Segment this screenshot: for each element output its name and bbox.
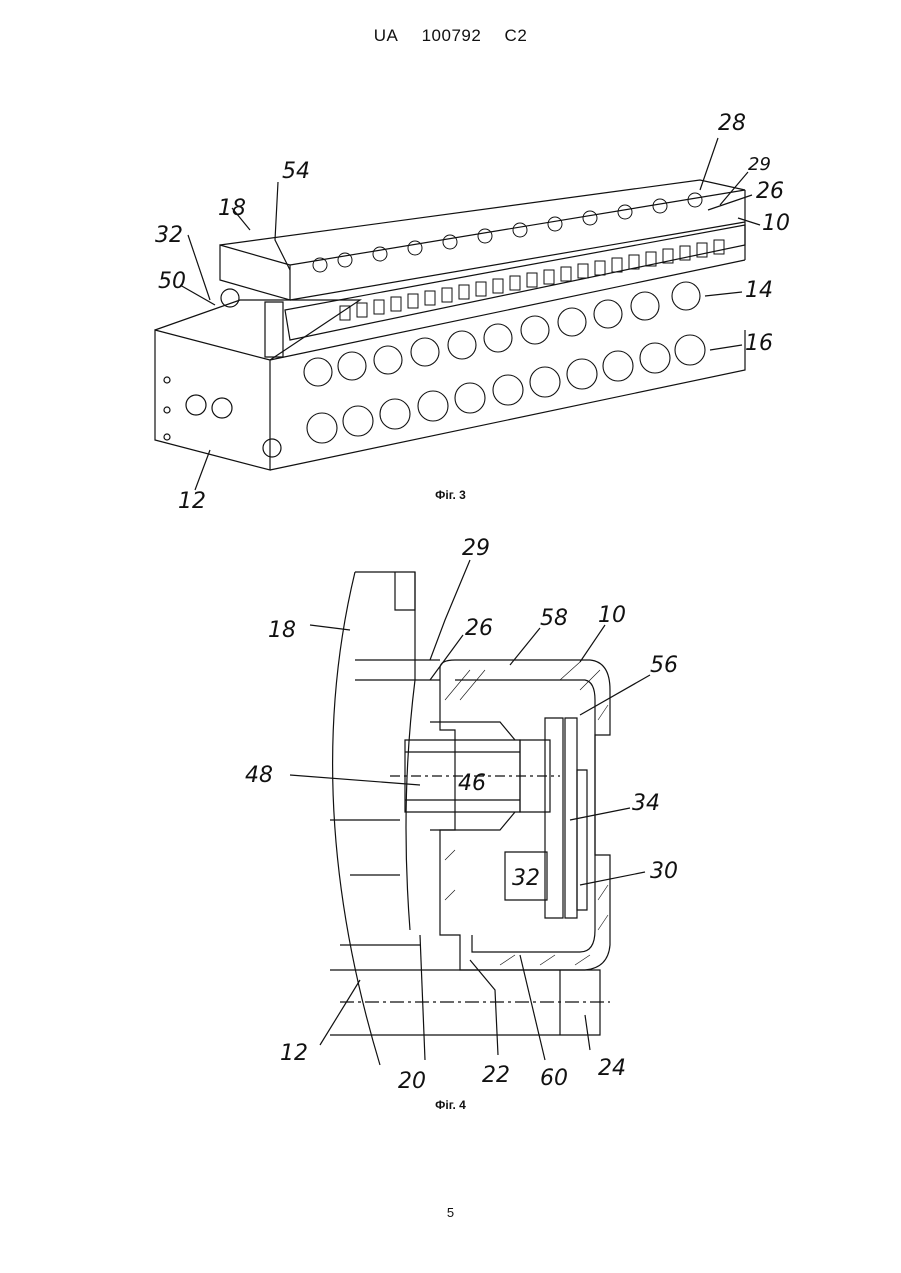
fig4-label-24: 24 (598, 1056, 626, 1081)
fig4-label-22: 22 (482, 1063, 510, 1088)
fig4-label-10: 10 (598, 603, 626, 628)
fig4-label-30: 30 (650, 859, 678, 884)
fig4-label-56: 56 (650, 653, 678, 678)
fig4-label-12: 12 (280, 1041, 308, 1066)
fig4-label-26: 26 (465, 616, 493, 641)
page-number: 5 (0, 1205, 901, 1220)
fig4-label-48: 48 (245, 763, 273, 788)
fig4-label-58: 58 (540, 606, 568, 631)
fig4-label-32: 32 (512, 866, 540, 891)
fig4-label-29: 29 (462, 536, 490, 561)
fig4-label-46: 46 (458, 771, 486, 796)
fig4-label-60: 60 (540, 1066, 568, 1091)
figure-4-drawing: 29 18 26 58 10 56 48 46 34 32 30 12 20 2… (0, 0, 901, 1100)
fig4-label-34: 34 (632, 791, 660, 816)
fig4-label-20: 20 (398, 1069, 426, 1094)
fig4-label-18: 18 (268, 618, 296, 643)
figure-4-caption: Фіг. 4 (0, 1098, 901, 1112)
